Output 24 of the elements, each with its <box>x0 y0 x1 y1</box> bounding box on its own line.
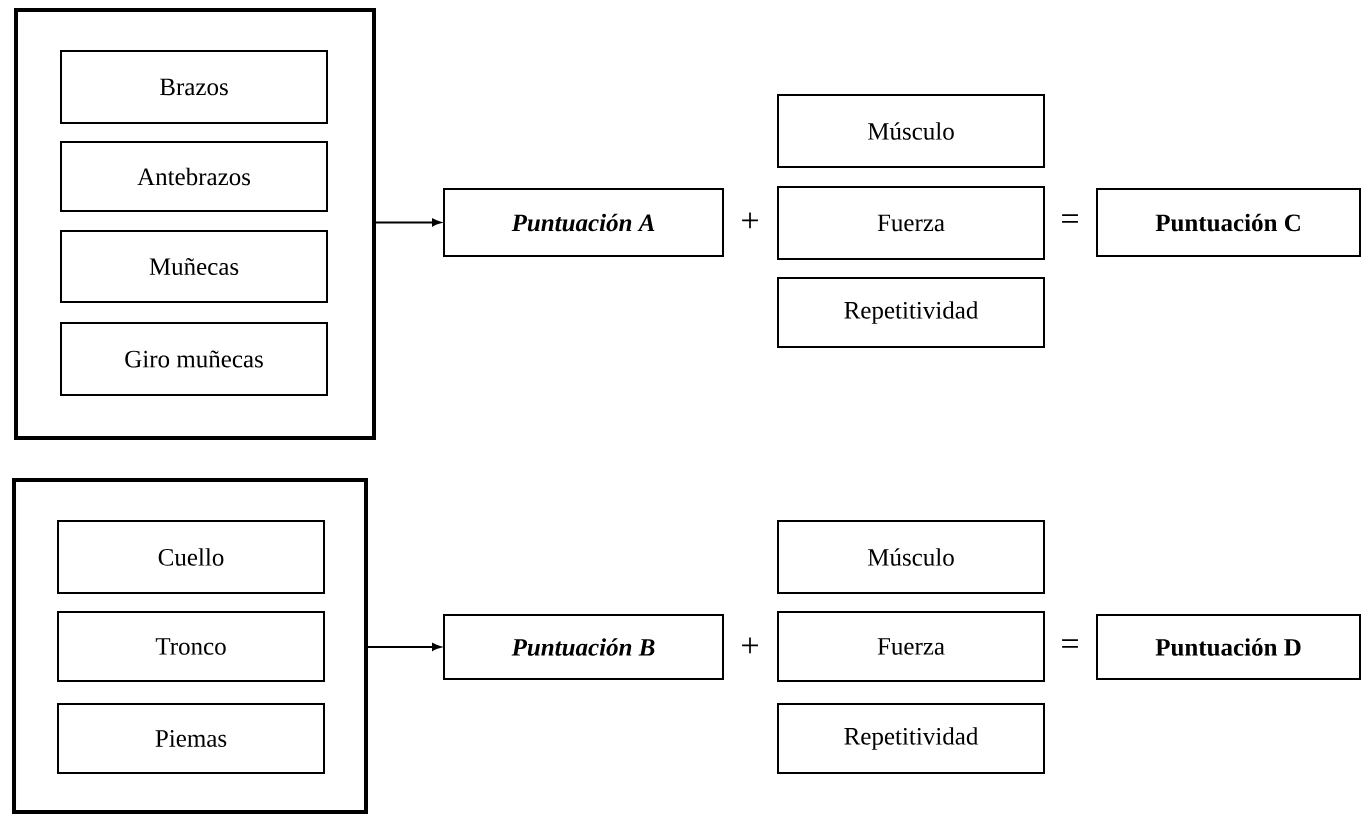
factor-box: Piemas <box>57 703 325 774</box>
score-box: Puntuación C <box>1096 188 1361 257</box>
operator-sign: = <box>1062 214 1078 223</box>
arrow <box>365 643 441 651</box>
factor-box: Fuerza <box>777 186 1045 260</box>
factor-box: Antebrazos <box>60 141 328 212</box>
operator-sign: + <box>742 212 758 229</box>
group-frame <box>12 478 368 814</box>
factor-box: Repetitividad <box>777 703 1045 774</box>
operator-sign: + <box>742 637 758 654</box>
factor-box: Fuerza <box>777 611 1045 682</box>
factor-box: Repetitividad <box>777 277 1045 348</box>
factor-box: Muñecas <box>60 230 328 303</box>
factor-box: Brazos <box>60 50 328 124</box>
operator-sign: = <box>1062 639 1078 648</box>
score-box: Puntuación B <box>443 614 724 680</box>
factor-box: Giro muñecas <box>60 322 328 396</box>
score-box: Puntuación D <box>1096 614 1361 680</box>
factor-box: Tronco <box>57 611 325 682</box>
factor-box: Músculo <box>777 94 1045 168</box>
group-frame <box>14 8 376 440</box>
factor-box: Músculo <box>777 520 1045 594</box>
score-box: Puntuación A <box>443 188 724 257</box>
factor-box: Cuello <box>57 520 325 594</box>
